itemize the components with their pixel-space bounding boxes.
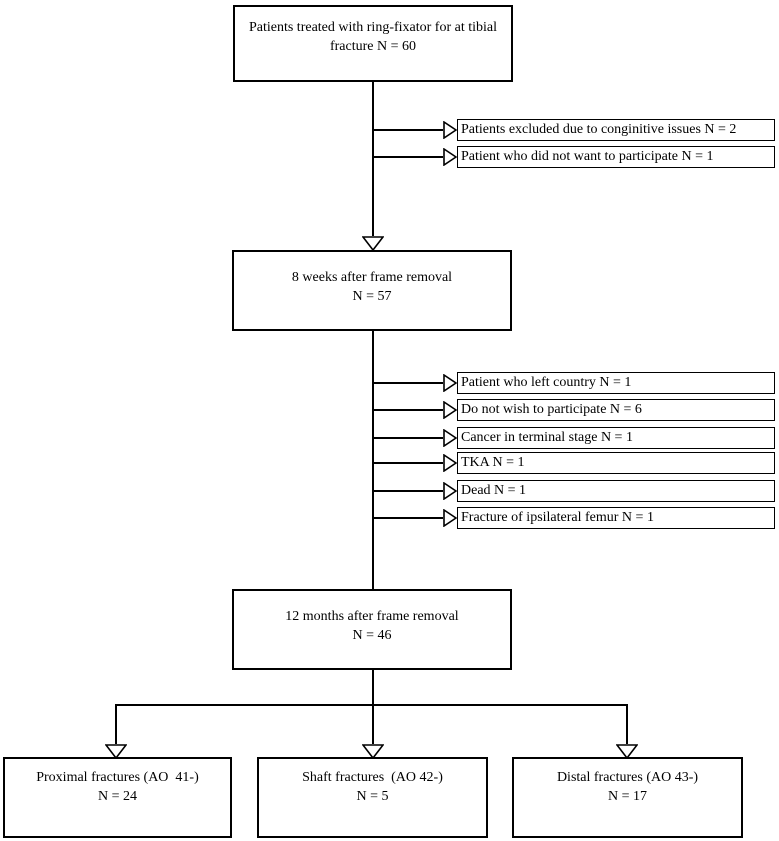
- exclusion-label: Patients excluded due to conginitive iss…: [461, 122, 737, 137]
- node-enrollment-line1: Patients treated with ring-fixator for a…: [248, 20, 498, 35]
- node-shaft-fractures: Shaft fractures (AO 42-) N = 5: [257, 757, 488, 838]
- node-shaft-line1: Shaft fractures (AO 42-): [302, 769, 443, 785]
- exclusion-label: Patient who did not want to participate …: [461, 149, 714, 164]
- exclusion-label: Do not wish to participate N = 6: [461, 402, 642, 417]
- exclusion-label: Cancer in terminal stage N = 1: [461, 430, 633, 445]
- connector-drop-left: [115, 704, 117, 744]
- exclusion-box-ipsilateral-femur: Fracture of ipsilateral femur N = 1: [457, 507, 775, 529]
- connector-main-lower: [372, 670, 374, 744]
- connector-branch-horizontal: [115, 704, 628, 706]
- node-proximal-line2: N = 24: [97, 788, 137, 804]
- connector-exclusion-branch: [372, 490, 443, 492]
- node-12-months: 12 months after frame removal N = 46: [232, 589, 512, 670]
- connector-drop-right: [626, 704, 628, 744]
- exclusion-label: Patient who left country N = 1: [461, 375, 632, 390]
- connector-exclusion-branch: [372, 156, 443, 158]
- node-8-weeks: 8 weeks after frame removal N = 57: [232, 250, 512, 331]
- connector-exclusion-branch: [372, 517, 443, 519]
- node-distal-line1: Distal fractures (AO 43-): [556, 769, 699, 785]
- connector-main-top: [372, 82, 374, 236]
- node-8-weeks-line2: N = 57: [352, 289, 392, 304]
- arrowhead-right-icon: [443, 401, 457, 419]
- arrowhead-right-icon: [443, 429, 457, 447]
- node-8-weeks-line1: 8 weeks after frame removal: [291, 270, 453, 285]
- connector-main-middle: [372, 331, 374, 589]
- node-distal-fractures: Distal fractures (AO 43-) N = 17: [512, 757, 743, 838]
- arrowhead-right-icon: [443, 482, 457, 500]
- exclusion-box-cognitive: Patients excluded due to conginitive iss…: [457, 119, 775, 141]
- exclusion-box-dead: Dead N = 1: [457, 480, 775, 502]
- exclusion-label: Dead N = 1: [461, 483, 527, 498]
- connector-exclusion-branch: [372, 437, 443, 439]
- connector-exclusion-branch: [372, 129, 443, 131]
- exclusion-label: Fracture of ipsilateral femur N = 1: [461, 510, 654, 525]
- connector-exclusion-branch: [372, 462, 443, 464]
- arrowhead-right-icon: [443, 374, 457, 392]
- arrowhead-down-icon: [616, 744, 638, 759]
- connector-exclusion-branch: [372, 382, 443, 384]
- node-proximal-fractures: Proximal fractures (AO 41-) N = 24: [3, 757, 232, 838]
- node-12-months-line1: 12 months after frame removal: [285, 609, 459, 624]
- exclusion-box-tka: TKA N = 1: [457, 452, 775, 474]
- node-enrollment-line2: fracture N = 60: [329, 39, 417, 54]
- arrowhead-right-icon: [443, 454, 457, 472]
- exclusion-box-no-participation: Patient who did not want to participate …: [457, 146, 775, 168]
- arrowhead-right-icon: [443, 509, 457, 527]
- arrowhead-right-icon: [443, 121, 457, 139]
- arrowhead-down-icon: [105, 744, 127, 759]
- node-shaft-line2: N = 5: [356, 788, 389, 804]
- connector-exclusion-branch: [372, 409, 443, 411]
- exclusion-box-no-wish: Do not wish to participate N = 6: [457, 399, 775, 421]
- node-enrollment: Patients treated with ring-fixator for a…: [233, 5, 513, 82]
- arrowhead-right-icon: [443, 148, 457, 166]
- node-distal-line2: N = 17: [607, 788, 647, 804]
- node-proximal-line1: Proximal fractures (AO 41-): [36, 769, 199, 785]
- node-12-months-line2: N = 46: [352, 628, 392, 643]
- arrowhead-down-icon: [362, 744, 384, 759]
- exclusion-box-left-country: Patient who left country N = 1: [457, 372, 775, 394]
- arrowhead-down-icon: [362, 236, 384, 251]
- exclusion-box-cancer: Cancer in terminal stage N = 1: [457, 427, 775, 449]
- exclusion-label: TKA N = 1: [461, 455, 525, 470]
